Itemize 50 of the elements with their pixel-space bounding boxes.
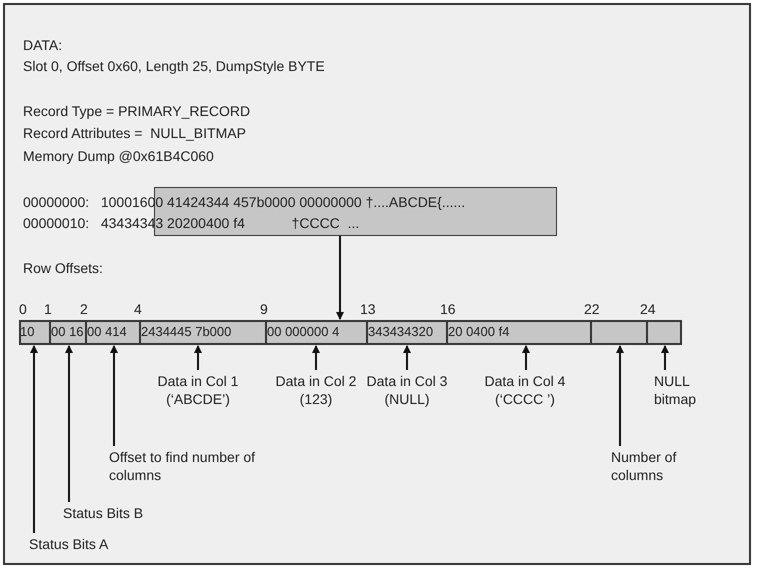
byte-field-cell xyxy=(140,320,266,345)
arrow xyxy=(336,236,344,320)
offset-number: 22 xyxy=(584,300,600,318)
callout-text: Number of columns xyxy=(611,448,701,484)
byte-field-cell xyxy=(591,320,647,345)
record-info-text: Record Attributes = NULL_BITMAP xyxy=(23,124,246,142)
offset-number: 1 xyxy=(44,300,52,318)
offset-number: 9 xyxy=(260,300,268,318)
arrow xyxy=(30,345,38,533)
hex-bytes: 2434445 7b000 xyxy=(141,323,232,341)
arrow xyxy=(194,345,202,370)
hex-bytes: 343434320 xyxy=(368,323,434,341)
arrow xyxy=(65,345,73,502)
callout-text: Data in Col 4 (‘CCCC ’) xyxy=(470,372,580,408)
hex-bytes: 20 0400 f4 xyxy=(448,323,510,341)
heading-text: DATA: xyxy=(23,36,62,54)
arrow xyxy=(110,345,118,446)
offset-number: 0 xyxy=(19,300,27,318)
dump-header-text: Slot 0, Offset 0x60, Length 25, DumpStyle BYTE xyxy=(23,57,325,75)
offset-number: 16 xyxy=(440,300,456,318)
offset-number: 24 xyxy=(640,300,656,318)
callout-text: Data in Col 2 (123) xyxy=(271,372,361,408)
offset-number: 2 xyxy=(80,300,88,318)
byte-field-cell xyxy=(19,320,50,345)
offset-number: 13 xyxy=(360,300,376,318)
arrow xyxy=(403,345,411,370)
callout-text: Offset to find number of columns xyxy=(109,448,274,484)
byte-field-cell xyxy=(367,320,447,345)
arrow xyxy=(661,345,669,370)
arrow xyxy=(522,345,530,370)
hex-bytes: 00 414 xyxy=(87,323,127,341)
record-info-text: Record Type = PRIMARY_RECORD xyxy=(23,102,250,120)
byte-field-cell xyxy=(86,320,140,345)
byte-field-cell xyxy=(447,320,591,345)
callout-text: Data in Col 1 (‘ABCDE’) xyxy=(148,372,248,408)
section-heading: Row Offsets: xyxy=(23,259,103,277)
record-info-text: Memory Dump @0x61B4C060 xyxy=(23,147,214,165)
callout-text: NULL bitmap xyxy=(654,372,714,408)
offset-number: 4 xyxy=(134,300,142,318)
arrow xyxy=(616,345,624,446)
arrow xyxy=(312,345,320,370)
callout-text: Status Bits A xyxy=(29,535,139,553)
hex-bytes: 10 xyxy=(20,323,34,341)
callout-text: Status Bits B xyxy=(63,504,173,522)
hex-bytes: 00 000000 4 xyxy=(267,323,340,341)
byte-field-cell xyxy=(266,320,367,345)
hex-bytes: 00 16 xyxy=(51,323,84,341)
byte-field-cell xyxy=(50,320,86,345)
record-row-bar xyxy=(19,320,682,345)
callout-text: Data in Col 3 (NULL) xyxy=(362,372,452,408)
